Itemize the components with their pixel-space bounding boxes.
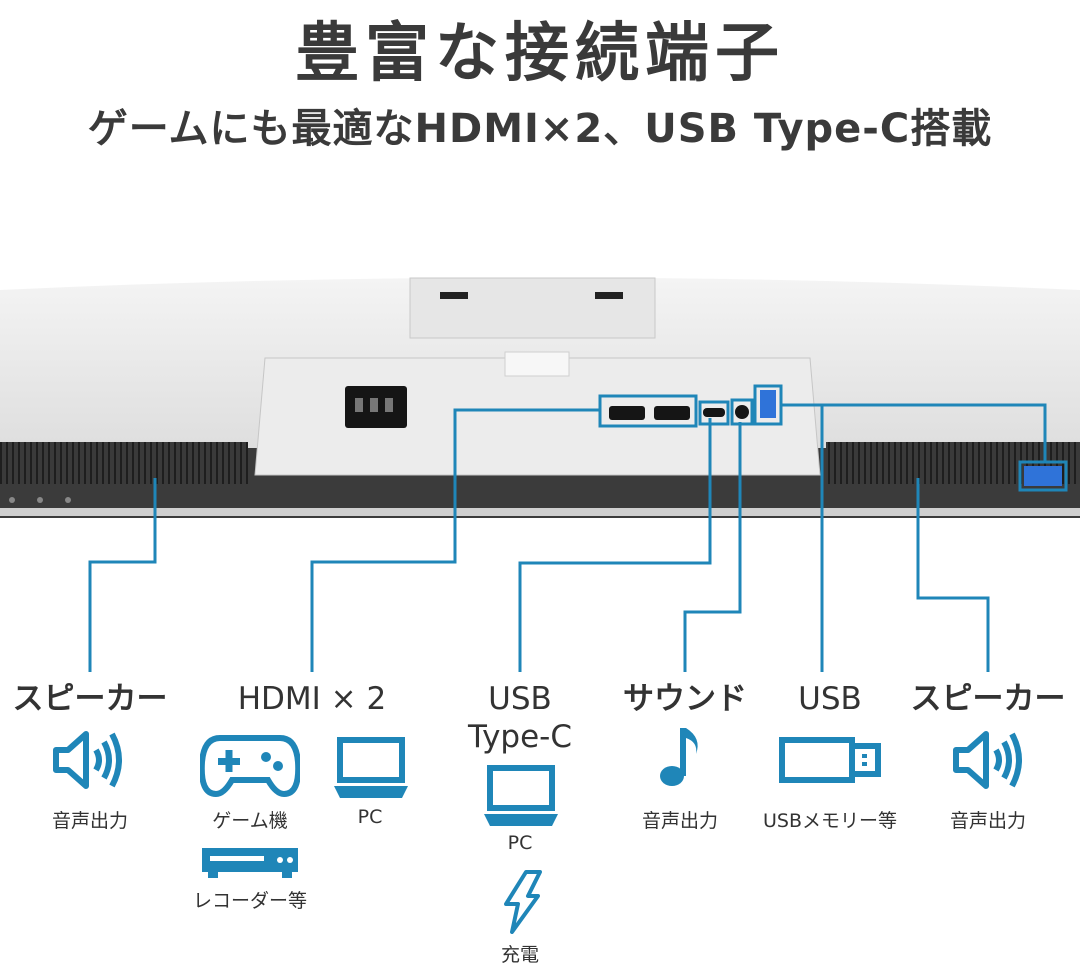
label-speaker-left: スピーカー [12, 681, 168, 717]
label-usb-c-line1: USB [488, 681, 552, 717]
hdmi-port-1 [609, 406, 645, 420]
caption-speaker-right: 音声出力 [949, 810, 1026, 832]
laptop-icon [484, 765, 558, 826]
gamepad-icon [200, 735, 300, 798]
label-speaker-right: スピーカー [910, 681, 1066, 717]
caption-pc-hdmi: PC [357, 806, 383, 828]
label-hdmi: HDMI × 2 [237, 681, 387, 717]
page-title: 豊富な接続端子 [295, 17, 785, 91]
monitor-rear-illustration [0, 277, 1080, 518]
usb-drive-icon [779, 737, 881, 783]
recorder-icon [202, 848, 298, 878]
caption-recorder: レコーダー等 [192, 890, 307, 912]
laptop-icon [334, 737, 408, 798]
caption-usb: USBメモリー等 [762, 810, 897, 832]
usb-a-port [760, 390, 776, 418]
music-note-icon [660, 728, 698, 786]
audio-jack [735, 405, 749, 419]
usb-c-port [703, 408, 725, 417]
caption-pc-usb-c: PC [507, 832, 533, 854]
lightning-icon [504, 870, 542, 934]
label-usb: USB [798, 681, 862, 717]
label-usb-c-line2: Type-C [467, 719, 573, 755]
caption-speaker-left: 音声出力 [51, 810, 128, 832]
caption-game-console: ゲーム機 [212, 810, 288, 832]
side-usb-port [1024, 466, 1062, 486]
speaker-icon [53, 731, 122, 789]
caption-sound: 音声出力 [641, 810, 718, 832]
speaker-grill-left [0, 442, 248, 484]
hdmi-port-2 [654, 406, 690, 420]
caption-charging: 充電 [500, 944, 539, 966]
speaker-icon [953, 731, 1022, 789]
label-sound: サウンド [623, 681, 747, 717]
page-subtitle: ゲームにも最適なHDMI×2、USB Type-C搭載 [87, 106, 993, 152]
